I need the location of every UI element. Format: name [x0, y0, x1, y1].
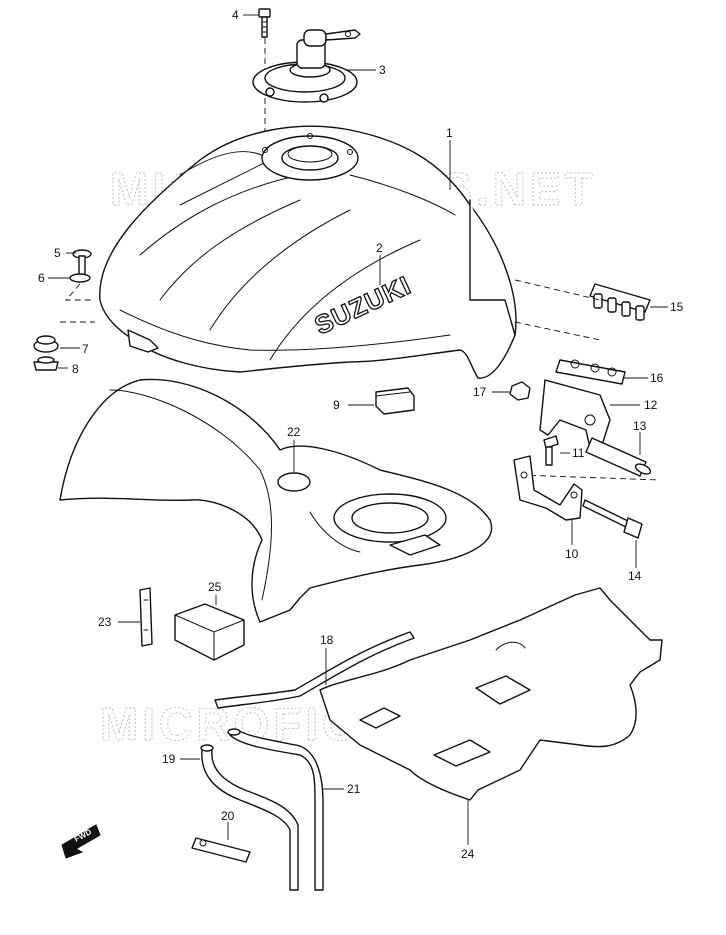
mount-guide-b	[514, 321, 601, 341]
callout-13: 13	[633, 419, 647, 433]
callouts: 4 3 1 2 5 6 7 8 9 10 11 12 13 14 15 16 1…	[38, 8, 684, 861]
callout-24: 24	[461, 847, 475, 861]
bracket-10	[513, 455, 583, 521]
hose-clip	[191, 837, 251, 863]
callout-9: 9	[333, 398, 340, 412]
hose-18	[214, 631, 415, 709]
callout-3: 3	[379, 63, 386, 77]
callout-22: 22	[287, 425, 301, 439]
callout-21: 21	[347, 782, 361, 796]
bracket-12	[539, 379, 611, 449]
nut	[509, 381, 531, 401]
bracket-guide	[519, 474, 661, 481]
callout-6: 6	[38, 271, 45, 285]
long-bolt	[582, 499, 643, 539]
callout-25: 25	[208, 580, 222, 594]
hose-21	[227, 728, 324, 891]
screw-guide	[65, 283, 95, 301]
cap-bolt	[258, 8, 271, 38]
callout-23: 23	[98, 615, 112, 629]
callout-11: 11	[572, 446, 585, 460]
cushion	[375, 387, 415, 415]
leader-lines	[48, 14, 668, 845]
fwd-arrow-icon: FWD	[61, 824, 101, 859]
heat-shield-plate	[319, 587, 663, 801]
collar	[33, 356, 59, 371]
callout-18: 18	[320, 633, 334, 647]
pad-25	[174, 603, 245, 661]
mount-guide-a	[514, 279, 601, 301]
callout-8: 8	[72, 362, 79, 376]
pivot-pipe	[585, 437, 652, 477]
bracket-bolt	[543, 435, 559, 466]
callout-14: 14	[628, 569, 642, 583]
callout-2: 2	[376, 241, 383, 255]
callout-7: 7	[82, 342, 89, 356]
callout-20: 20	[221, 809, 235, 823]
callout-1: 1	[446, 126, 453, 140]
clamp-23	[139, 587, 153, 647]
callout-4: 4	[232, 8, 239, 22]
callout-5: 5	[54, 246, 61, 260]
callout-15: 15	[670, 300, 684, 314]
hose-19	[200, 744, 299, 891]
callout-10: 10	[565, 547, 579, 561]
fuel-tank: SUZUKI	[99, 125, 517, 379]
callout-16: 16	[650, 371, 664, 385]
grommet	[33, 335, 59, 353]
fuel-cap	[252, 29, 361, 103]
rubber-mount-15	[589, 283, 651, 321]
inner-cover	[59, 378, 493, 623]
callout-19: 19	[162, 752, 176, 766]
damper-16	[555, 359, 626, 385]
callout-17: 17	[473, 385, 487, 399]
screw-and-washer	[69, 249, 92, 283]
callout-12: 12	[644, 398, 658, 412]
